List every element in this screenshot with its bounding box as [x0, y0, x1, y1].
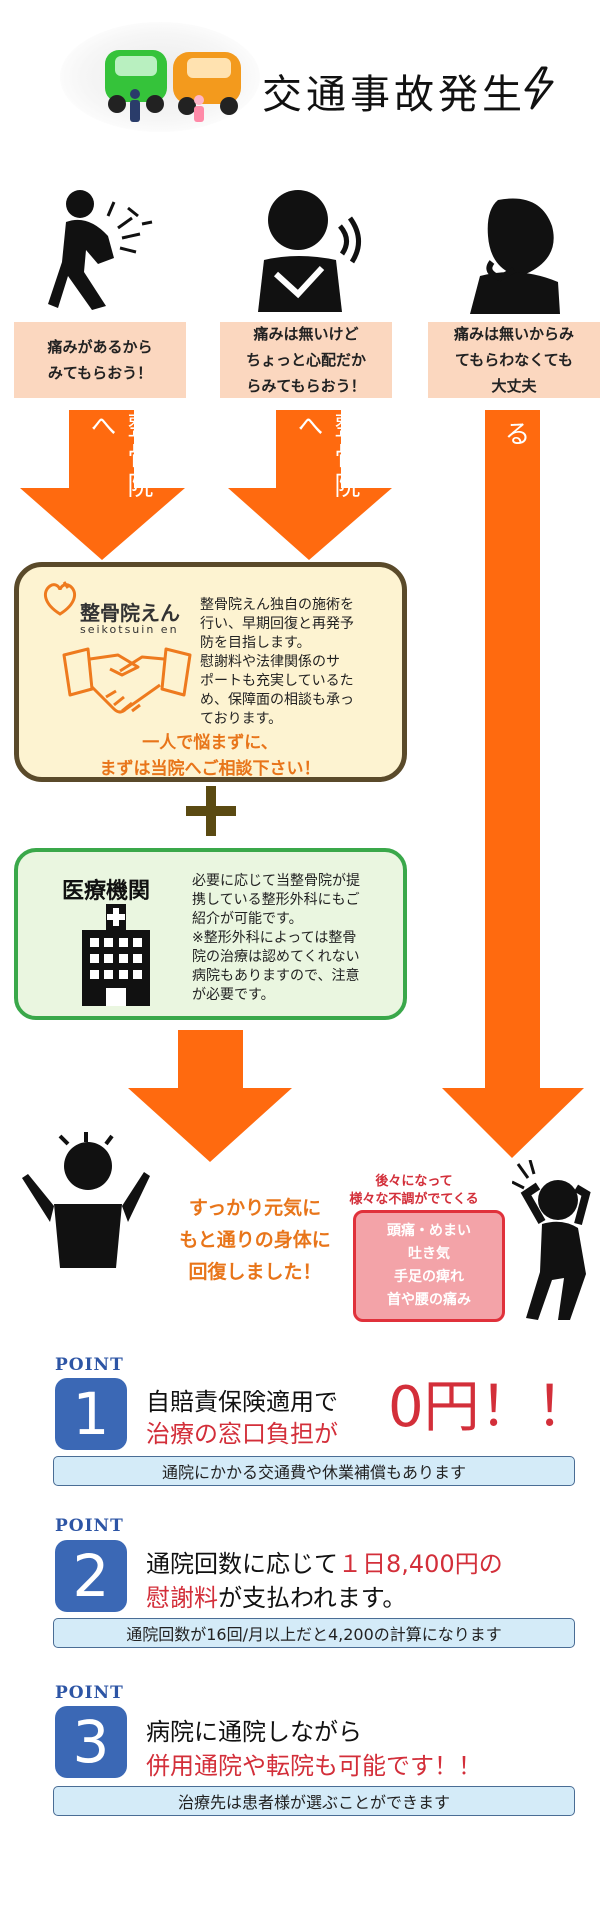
arrow-center [228, 410, 392, 560]
medical-description: 必要に応じて当整骨院が提 携している整形外科にもご 紹介が可能です。 ※整形外科… [192, 873, 360, 1003]
point-1-line2: 治療の窓口負担が [146, 1420, 338, 1448]
symptom-item: 吐き気 [408, 1246, 450, 1262]
arrow-right [442, 410, 584, 1158]
clinic-description: 整骨院えん独自の施術を 行い、早期回復と再発予 防を目指します。 慰謝料や法律関… [200, 597, 354, 727]
clinic-roman-name: seikotsuin en [80, 623, 179, 636]
recovered-message: すっかり元気に もと通りの身体に 回復しました！ [179, 1197, 331, 1283]
worse-title: 後々になって 様々な不調がでてくる [349, 1174, 479, 1207]
point-2-note: 通院回数が16回/月以上だと4,200の計算になります [53, 1618, 575, 1648]
point-1-line1: 自賠責保険適用で [146, 1388, 338, 1416]
point-2-line1-text: 通院回数に応じて [146, 1550, 338, 1578]
point-1-highlight: 0円！！ [388, 1375, 592, 1440]
clinic-logo-icon [43, 581, 77, 616]
clinic-name: 整骨院えん [80, 601, 180, 625]
plus-icon [186, 786, 236, 836]
clinic-box [14, 562, 407, 782]
handshake-icon [62, 647, 192, 714]
page-title: 交通事故発生 [262, 72, 526, 118]
symptom-item: 手足の痺れ [394, 1269, 464, 1285]
medical-name: 医療機関 [62, 879, 151, 904]
point-2-line2: 慰謝料が支払われます。 [146, 1578, 406, 1613]
arrow-bottom [128, 1030, 292, 1162]
symptom-item: 頭痛・めまい [387, 1223, 471, 1239]
point-2-label: POINT [55, 1516, 124, 1536]
hospital-icon [82, 904, 150, 1006]
figure-icon [130, 89, 204, 122]
point-3-line1: 病院に通院しながら [146, 1718, 362, 1746]
point-1-number: 1 [55, 1378, 127, 1450]
point-1-note: 通院にかかる交通費や休業補償もあります [53, 1456, 575, 1486]
headache-person-icon [512, 1160, 591, 1320]
arrow-label-left: 整骨院へ [86, 412, 153, 502]
point-2-line1: 通院回数に応じて１日8,400円の [146, 1544, 503, 1579]
arrow-label-right: そのまま放置する [500, 420, 567, 630]
symptom-item: 首や腰の痛み [387, 1292, 471, 1308]
point-2-number: 2 [55, 1540, 127, 1612]
case-text-pain: 痛みがあるから みてもらおう！ [47, 338, 153, 382]
symptom-box: 頭痛・めまい 吐き気 手足の痺れ 首や腰の痛み [353, 1210, 505, 1322]
clinic-slogan: 一人で悩まずに、 まずは当院へご相談下さい！ [99, 733, 321, 779]
point-3-label: POINT [55, 1683, 124, 1703]
point-1-label: POINT [55, 1355, 124, 1375]
worried-person-icon [258, 190, 361, 312]
arrow-label-center: 整骨院へ [293, 412, 360, 502]
case-text-no-pain: 痛みは無いからみ てもらわなくても 大丈夫 [453, 325, 574, 395]
case-box-pain: 痛みがあるから みてもらおう！ [14, 322, 186, 398]
back-pain-person-icon [48, 190, 153, 310]
medical-box [14, 848, 407, 1020]
point-2-line1-amount: １日8,400円の [338, 1550, 503, 1578]
case-box-no-pain: 痛みは無いからみ てもらわなくても 大丈夫 [428, 322, 600, 398]
car-accident-illustration [105, 50, 241, 122]
point-2-line2-keyword: 慰謝料 [146, 1584, 218, 1612]
point-3-note: 治療先は患者様が選ぶことができます [53, 1786, 575, 1816]
orange-car-icon [173, 52, 241, 115]
happy-person-icon [22, 1132, 150, 1268]
point-3-line2: 併用通院や転院も可能です！！ [146, 1752, 482, 1780]
lightning-icon [524, 66, 554, 110]
thinking-person-icon [470, 198, 560, 314]
case-box-worried: 痛みは無いけど ちょっと心配だか らみてもらおう！ [220, 322, 392, 398]
arrow-left [20, 410, 185, 560]
case-text-worried: 痛みは無いけど ちょっと心配だか らみてもらおう！ [245, 325, 366, 395]
flow-arrows [20, 410, 584, 1162]
point-2-line2-text: が支払われます。 [218, 1584, 407, 1612]
point-3-number: 3 [55, 1706, 127, 1778]
green-car-icon [105, 50, 167, 113]
